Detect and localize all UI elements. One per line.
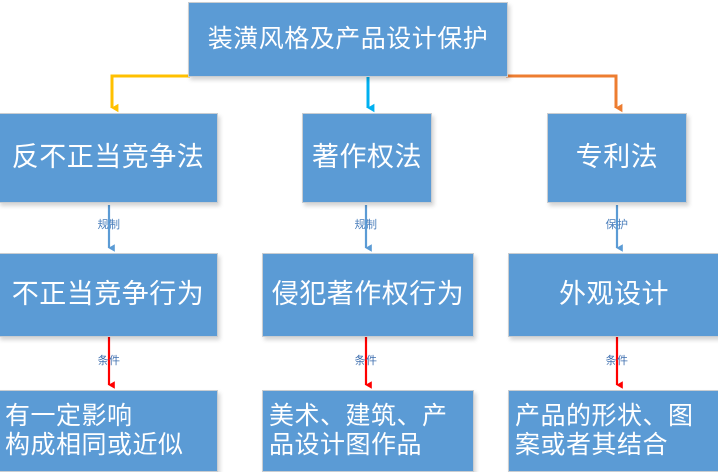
branch-connector-left xyxy=(110,74,190,113)
node-condition-copyright[interactable]: 美术、建筑、产 品设计图作品 xyxy=(262,390,474,472)
node-law-label: 专利法 xyxy=(575,142,659,173)
node-condition-line: 有一定影响 xyxy=(5,401,133,430)
node-law-label: 反不正当竞争法 xyxy=(11,142,205,173)
edge-label-condition-2: 条件 xyxy=(354,355,378,367)
node-conduct-copyright-infringement[interactable]: 侵犯著作权行为 xyxy=(262,253,474,337)
node-conduct-label: 侵犯著作权行为 xyxy=(271,279,465,310)
node-conduct-label: 不正当竞争行为 xyxy=(11,279,205,310)
edge-label-regulate-1: 规制 xyxy=(97,219,121,231)
branch-connector-right xyxy=(506,74,623,113)
node-law-patent[interactable]: 专利法 xyxy=(547,113,687,203)
edge-label-condition-3: 条件 xyxy=(605,355,629,367)
node-conduct-label: 外观设计 xyxy=(559,279,669,310)
edge-label-protect-3: 保护 xyxy=(605,219,629,231)
node-condition-line: 产品的形状、图 xyxy=(515,401,694,430)
node-law-unfair-competition[interactable]: 反不正当竞争法 xyxy=(0,113,218,203)
edge-label-regulate-2: 规制 xyxy=(354,219,378,231)
node-condition-text: 产品的形状、图 案或者其结合 xyxy=(515,402,718,461)
node-condition-patent[interactable]: 产品的形状、图 案或者其结合 xyxy=(508,390,718,472)
node-root[interactable]: 装潢风格及产品设计保护 xyxy=(188,2,508,77)
node-law-label: 著作权法 xyxy=(312,142,422,173)
node-condition-text: 有一定影响 构成相同或近似 xyxy=(5,402,217,461)
node-conduct-design[interactable]: 外观设计 xyxy=(508,253,718,337)
node-condition-line: 品设计图作品 xyxy=(269,431,423,459)
edge-label-condition-1: 条件 xyxy=(97,355,121,367)
node-condition-line: 美术、建筑、产 xyxy=(269,401,448,430)
node-root-label: 装潢风格及产品设计保护 xyxy=(207,24,489,53)
node-conduct-unfair-competition[interactable]: 不正当竞争行为 xyxy=(0,253,218,337)
node-condition-line: 案或者其结合 xyxy=(515,431,669,459)
node-condition-line: 构成相同或近似 xyxy=(5,431,184,459)
node-condition-unfair-competition[interactable]: 有一定影响 构成相同或近似 xyxy=(0,390,218,472)
node-condition-text: 美术、建筑、产 品设计图作品 xyxy=(269,402,473,461)
node-law-copyright[interactable]: 著作权法 xyxy=(302,113,432,203)
